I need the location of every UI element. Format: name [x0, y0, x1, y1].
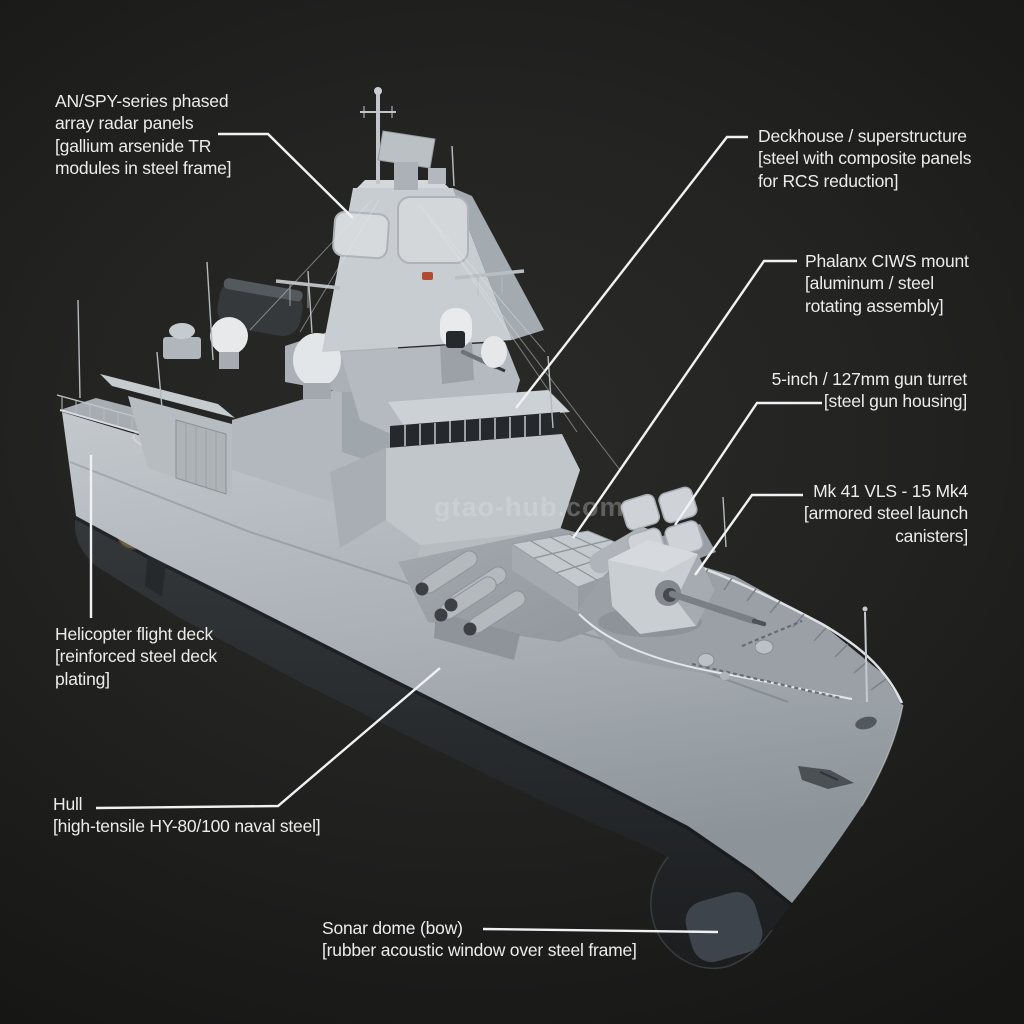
- anchor-graphic: [798, 766, 854, 789]
- label-phalanx-line: [aluminum / steel: [805, 273, 934, 294]
- label-gun-turret: 5-inch / 127mm gun turret [steel gun hou…: [771, 368, 968, 413]
- radar-panel-left: [332, 210, 390, 260]
- label-helideck-line: plating]: [55, 668, 110, 689]
- label-radar-line: AN/SPY-series phased: [55, 91, 229, 111]
- label-deckhouse: Deckhouse / superstructure [steel with c…: [758, 125, 971, 192]
- label-deckhouse-line: [steel with composite panels: [758, 148, 972, 169]
- whip-antennas-aft: [77, 261, 345, 409]
- leader-line-phalanx: [572, 259, 797, 539]
- label-radar: AN/SPY-series phased array radar panels …: [55, 90, 232, 180]
- yardarms: [275, 269, 525, 308]
- leader-line-vls: [694, 493, 803, 576]
- anchor-chains: [691, 619, 841, 700]
- leader-line-sonar: [482, 927, 719, 934]
- label-deckhouse-line: for RCS reduction]: [758, 170, 899, 191]
- gun-turret-graphic: [598, 540, 767, 637]
- leader-line-deckhouse: [515, 135, 748, 409]
- label-phalanx: Phalanx CIWS mount [aluminum / steel rot…: [805, 250, 969, 317]
- label-helideck-line: Helicopter flight deck: [55, 624, 214, 644]
- port-launcher-graphic: [415, 550, 526, 660]
- label-radar-line: array radar panels: [55, 113, 194, 134]
- main-mast: [360, 87, 455, 190]
- gun-barrel: [668, 590, 758, 625]
- jackstaff: [864, 611, 868, 703]
- radar-panel-right: [397, 196, 469, 264]
- bow-chock: [855, 716, 877, 730]
- label-hull: Hull [high-tensile HY-80/100 naval steel…: [53, 793, 321, 838]
- label-gun-turret-line: [steel gun housing]: [823, 391, 967, 412]
- leader-line-hull: [95, 667, 441, 810]
- label-phalanx-line: Phalanx CIWS mount: [805, 251, 969, 271]
- label-hull-line: Hull: [53, 794, 83, 814]
- nav-light: [422, 272, 433, 280]
- label-sonar-line: [rubber acoustic window over steel frame…: [322, 940, 637, 961]
- sonar-dome-graphic: [650, 856, 773, 970]
- label-hull-line: [high-tensile HY-80/100 naval steel]: [53, 816, 321, 837]
- watermark: gtao-hub.com: [434, 492, 625, 522]
- label-gun-turret-line: 5-inch / 127mm gun turret: [771, 369, 968, 389]
- satcom-radome: [210, 317, 248, 355]
- label-vls-line: [armored steel launch: [803, 503, 968, 524]
- label-vls: Mk 41 VLS - 15 Mk4 [armored steel launch…: [804, 480, 968, 547]
- label-vls-line: canisters]: [895, 525, 968, 546]
- label-sonar-line: Sonar dome (bow): [322, 918, 463, 938]
- leader-line-radar: [218, 132, 354, 219]
- label-sonar: Sonar dome (bow) [rubber acoustic window…: [322, 917, 637, 962]
- label-radar-line: [gallium arsenide TR: [55, 135, 212, 156]
- hangar-block: [100, 374, 235, 498]
- label-helideck-line: [reinforced steel deck: [55, 646, 217, 667]
- rigging-wires: [249, 199, 621, 471]
- label-deckhouse-line: Deckhouse / superstructure: [758, 126, 967, 146]
- label-helideck: Helicopter flight deck [reinforced steel…: [55, 623, 217, 690]
- label-vls-line: Mk 41 VLS - 15 Mk4: [813, 481, 968, 501]
- leader-line-gun: [674, 401, 822, 526]
- label-radar-line: modules in steel frame]: [55, 158, 232, 179]
- ciws-graphic: [440, 308, 506, 384]
- label-phalanx-line: rotating assembly]: [805, 295, 944, 316]
- egg-radome: [481, 336, 507, 368]
